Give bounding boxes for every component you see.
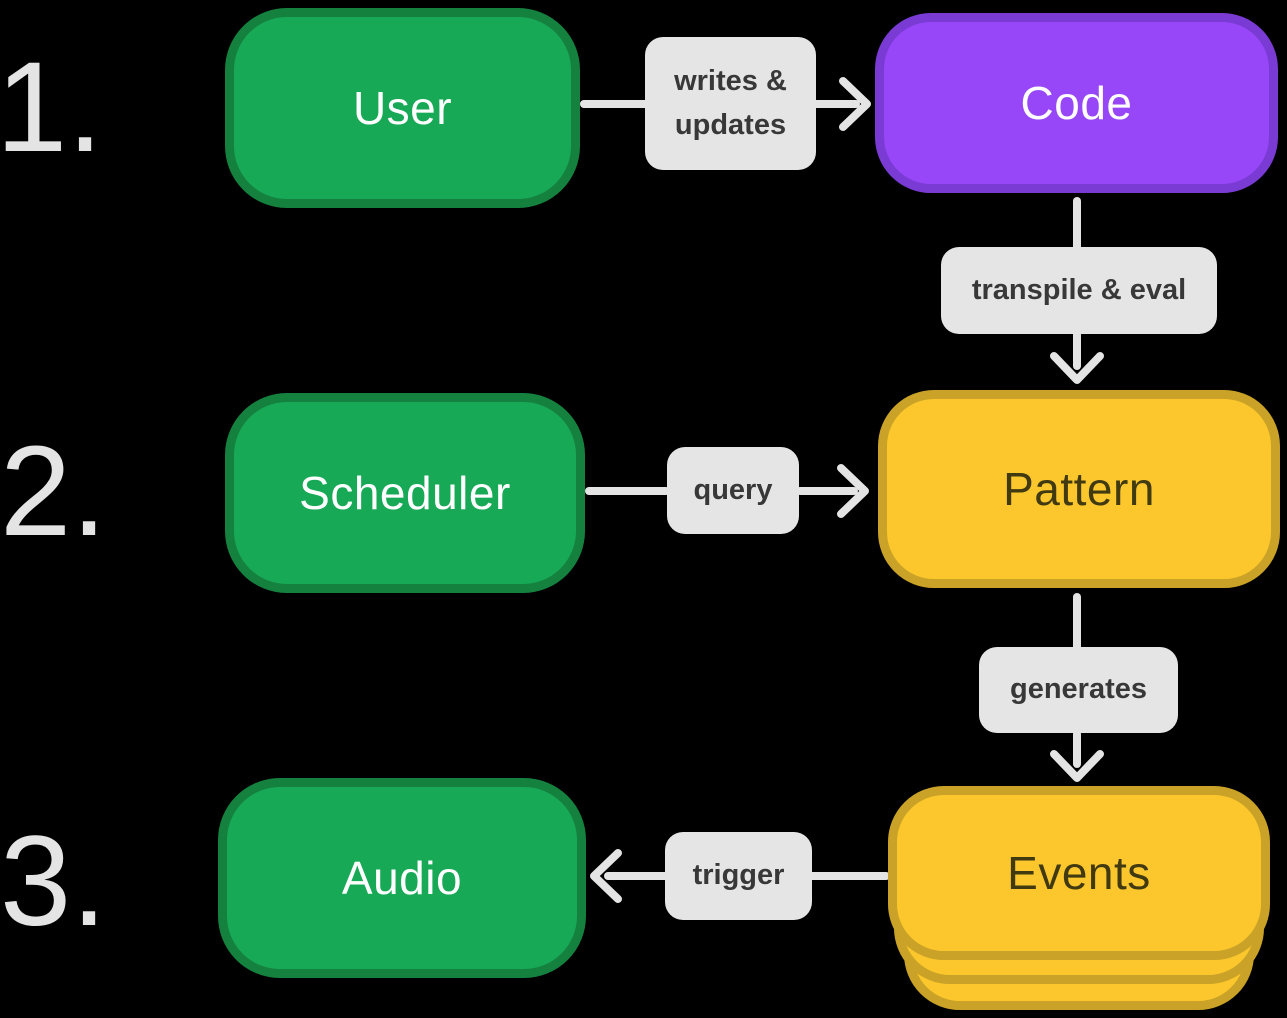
edge-label-generates-text: generates bbox=[1009, 673, 1147, 706]
edge-label-writes-updates-line1: writes & bbox=[674, 65, 787, 97]
edge-label-generates: generates bbox=[979, 647, 1178, 733]
node-code-label: Code bbox=[1020, 77, 1133, 129]
edge-label-query: query bbox=[667, 447, 799, 534]
node-audio-label: Audio bbox=[341, 852, 463, 904]
step-number-3: 3. bbox=[0, 810, 107, 953]
node-audio: Audio bbox=[218, 778, 586, 978]
edge-label-transpile-eval-text: transpile & eval bbox=[971, 273, 1187, 306]
node-events: Events bbox=[888, 786, 1270, 960]
edge-label-writes-updates-line2: updates bbox=[674, 108, 787, 141]
node-events-label: Events bbox=[1007, 847, 1151, 899]
edge-label-trigger-text: trigger bbox=[692, 859, 785, 892]
edge-label-trigger: trigger bbox=[665, 832, 812, 920]
step-number-2: 2. bbox=[0, 420, 107, 563]
node-scheduler: Scheduler bbox=[225, 393, 585, 593]
node-user: User bbox=[225, 8, 580, 208]
arrow-code-pattern-head-icon bbox=[1050, 352, 1104, 384]
node-pattern: Pattern bbox=[878, 390, 1280, 588]
edge-label-transpile-eval: transpile & eval bbox=[941, 247, 1217, 334]
node-code: Code bbox=[875, 13, 1278, 193]
arrow-pattern-events-head-icon bbox=[1050, 750, 1104, 782]
edge-label-writes-updates: writes & updates bbox=[645, 37, 816, 170]
node-scheduler-label: Scheduler bbox=[299, 467, 511, 519]
edge-label-query-text: query bbox=[693, 473, 773, 506]
arrow-scheduler-pattern-head-icon bbox=[837, 464, 869, 518]
arrow-events-audio-head-icon bbox=[590, 849, 622, 903]
arrow-user-code-head-icon bbox=[839, 77, 871, 131]
step-number-1: 1. bbox=[0, 36, 103, 179]
node-user-label: User bbox=[352, 82, 453, 134]
node-pattern-label: Pattern bbox=[1003, 463, 1155, 515]
